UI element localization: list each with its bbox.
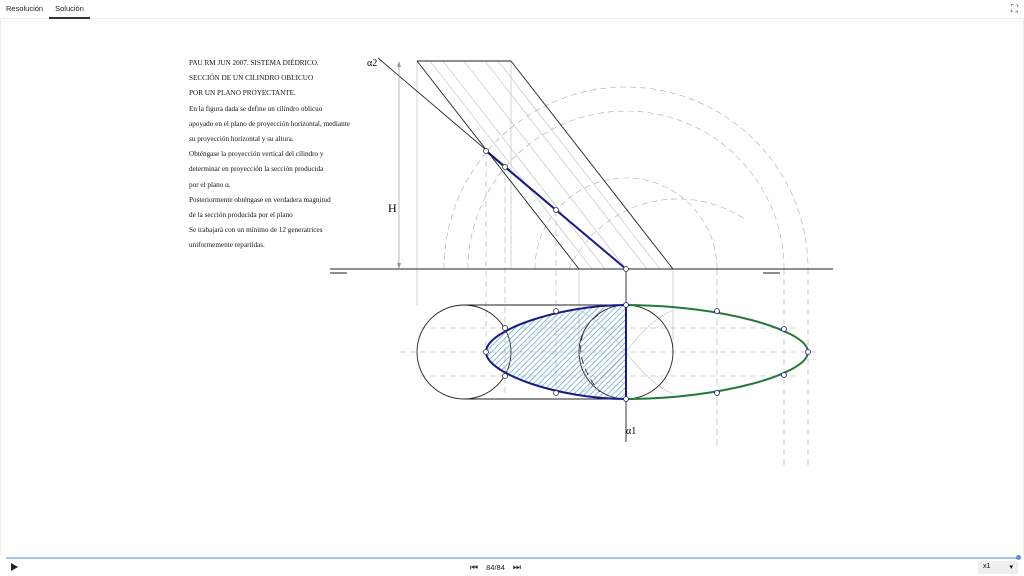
problem-line: Posteriormente obténgase en verdadera ma… bbox=[189, 195, 331, 204]
tab-solucion[interactable]: Solución bbox=[49, 0, 90, 19]
cylinder-outline bbox=[416, 60, 674, 400]
problem-line: apoyado en el plano de proyección horizo… bbox=[189, 119, 350, 128]
height-label: H bbox=[388, 201, 397, 215]
speed-value: x1 bbox=[983, 563, 991, 570]
play-button[interactable] bbox=[11, 563, 18, 571]
problem-line: POR UN PLANO PROYECTANTE. bbox=[189, 89, 296, 98]
alpha1-label: α1 bbox=[626, 426, 636, 437]
construction-arcs bbox=[400, 86, 820, 465]
problem-line: Se trabajará con un mínimo de 12 generat… bbox=[189, 226, 323, 235]
true-size-points bbox=[623, 302, 811, 402]
step-navigation: ⏮ 84/84 ⏭ bbox=[470, 562, 521, 573]
timeline-scrubber[interactable] bbox=[6, 557, 1020, 559]
problem-line: PAU RM JUN 2007. SISTEMA DIÉDRICO. bbox=[189, 59, 319, 67]
speed-select[interactable]: x1 ▾ bbox=[978, 561, 1018, 574]
exit-fullscreen-icon[interactable]: ⛶ bbox=[1011, 4, 1018, 15]
problem-line: determinar en proyección la sección prod… bbox=[189, 165, 324, 174]
problem-line: SECCIÓN DE UN CILINDRO OBLICUO bbox=[189, 74, 314, 83]
problem-line: uniformemente repartidas. bbox=[189, 241, 265, 250]
tab-resolucion[interactable]: Resolución bbox=[6, 4, 44, 13]
problem-line: Obténgase la proyección vertical del cil… bbox=[189, 150, 324, 159]
generatrices bbox=[416, 60, 674, 395]
alpha2-label: α2 bbox=[367, 58, 377, 69]
section-horizontal-projection bbox=[484, 303, 627, 401]
last-step-button[interactable]: ⏭ bbox=[512, 562, 521, 572]
chevron-down-icon: ▾ bbox=[1009, 564, 1013, 571]
scrubber-handle[interactable] bbox=[1016, 555, 1021, 560]
first-step-button[interactable]: ⏮ bbox=[470, 562, 479, 572]
problem-line: su proyección horizontal y su altura. bbox=[189, 135, 294, 144]
section-points bbox=[483, 148, 629, 396]
problem-statement: PAU RM JUN 2007. SISTEMA DIÉDRICO. SECCIÓ… bbox=[189, 56, 350, 254]
step-counter: 84/84 bbox=[486, 563, 505, 572]
problem-line: por el plano α. bbox=[189, 180, 231, 189]
problem-line: En la figura dada se define un cilindro … bbox=[189, 104, 323, 113]
tab-bar: Resolución Solución bbox=[0, 0, 1024, 19]
problem-line: de la sección producida por el plano bbox=[189, 211, 293, 220]
